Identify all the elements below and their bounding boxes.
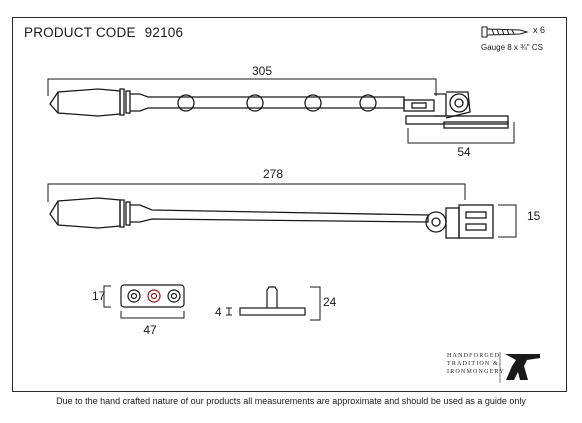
keep-plate-drawing (103, 284, 185, 319)
footer-disclaimer: Due to the hand crafted nature of our pr… (56, 396, 526, 406)
brand-wordmark: HANDFORGED TRADITION & IRONMONGERY (447, 352, 505, 376)
brand-line-2: TRADITION & (447, 361, 500, 367)
brand-line-1: HANDFORGED (447, 353, 501, 359)
dimension-15: 15 (527, 209, 541, 223)
dimension-305: 305 (252, 64, 272, 78)
product-code-heading: PRODUCT CODE 92106 (24, 25, 192, 40)
brand-line-3: IRONMONGERY (447, 369, 505, 375)
casement-stay-drawing (47, 78, 515, 144)
anvil-logo-icon (505, 354, 540, 380)
peg-drawing (226, 286, 321, 321)
dimension-47: 47 (143, 323, 157, 337)
product-code-label: PRODUCT CODE (24, 25, 136, 40)
dimension-54: 54 (457, 145, 471, 159)
dimension-17: 17 (92, 289, 106, 303)
screw-icon (481, 26, 529, 38)
stay-pin-drawing (47, 183, 517, 239)
dimension-4: 4 (215, 305, 222, 319)
product-code-value: 92106 (144, 25, 184, 40)
screw-quantity: x 6 (533, 25, 546, 35)
dimension-24: 24 (323, 295, 337, 309)
dimension-278: 278 (263, 167, 283, 181)
drawing-frame (12, 17, 567, 392)
screw-gauge: Gauge 8 x ¾" CS (481, 43, 543, 52)
